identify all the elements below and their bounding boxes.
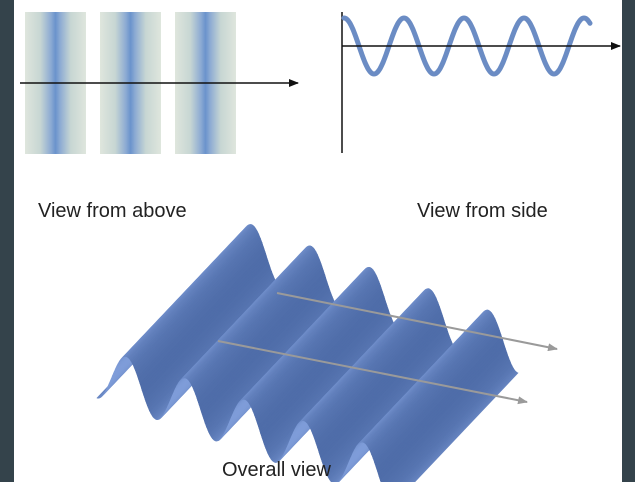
surface-strip: [409, 370, 517, 482]
surface-strip: [405, 368, 515, 482]
surface-strip: [380, 347, 507, 482]
caption-view-from-above: View from above: [38, 200, 187, 222]
surface-strip: [394, 360, 511, 482]
surface-strip: [407, 369, 516, 482]
above-view: [20, 12, 299, 154]
surface-strip: [387, 354, 509, 482]
surface-strip: [413, 372, 519, 482]
ray-arrow-1: [276, 292, 558, 352]
overall-view: [96, 224, 558, 482]
surface-strip: [381, 350, 508, 482]
side-sine-wave: [341, 15, 593, 77]
ray-arrow-2: [217, 340, 528, 405]
surface-strip: [392, 358, 511, 482]
surface-strip: [403, 366, 514, 482]
surface-strip: [384, 352, 508, 482]
caption-view-from-side: View from side: [417, 200, 548, 222]
surface-strip: [412, 371, 518, 482]
surface-strip: [389, 356, 510, 482]
caption-overall-view: Overall view: [222, 459, 331, 481]
wave-surface: [96, 224, 519, 482]
surface-strip: [410, 371, 517, 482]
surface-strip: [401, 365, 514, 482]
side-view: [341, 12, 621, 153]
